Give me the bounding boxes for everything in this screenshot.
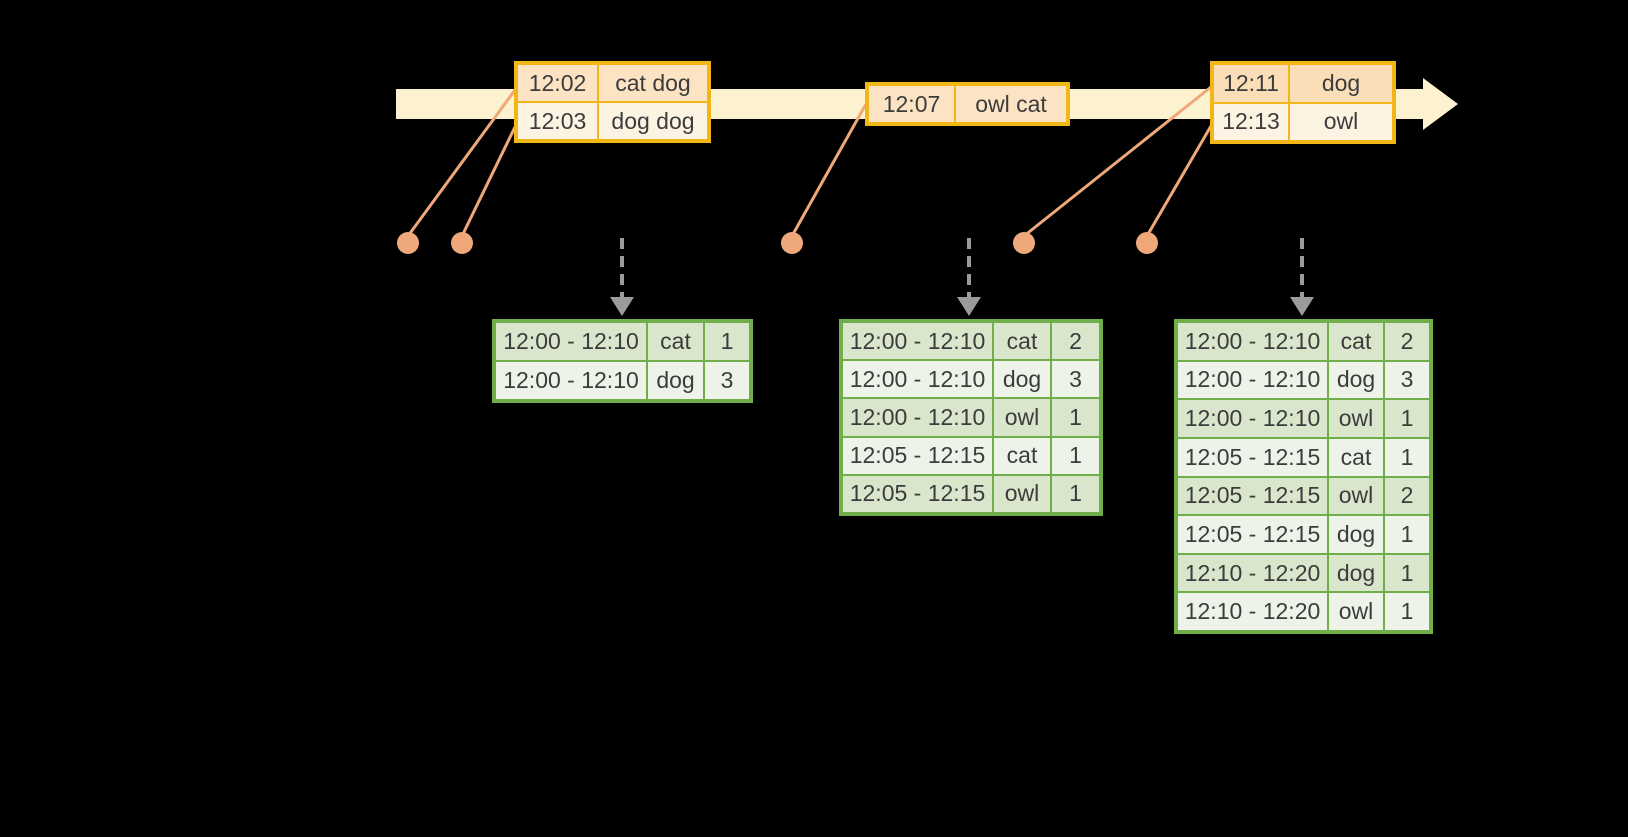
event-connector-line (1023, 85, 1212, 238)
window-cell: 12:05 - 12:15 (843, 437, 992, 474)
window-cell: 12:10 - 12:20 (1178, 554, 1327, 592)
word-cell: dog (1329, 361, 1383, 399)
event-time-cell: 12:11 (1214, 65, 1288, 102)
event-dot (1013, 232, 1035, 254)
arrow-down-icon (957, 297, 981, 316)
count-cell: 1 (1052, 399, 1099, 436)
window-cell: 12:00 - 12:10 (1178, 361, 1327, 399)
event-words-cell: cat dog (599, 65, 707, 101)
event-words-cell: dog dog (599, 103, 707, 139)
word-cell: dog (648, 362, 703, 399)
word-cell: dog (1329, 554, 1383, 592)
window-cell: 12:10 - 12:20 (1178, 593, 1327, 630)
word-cell: owl (1329, 593, 1383, 630)
word-cell: owl (994, 399, 1050, 436)
window-cell: 12:05 - 12:15 (843, 475, 992, 512)
event-time-cell: 12:13 (1214, 103, 1288, 140)
result-table-2: 12:00 - 12:10 cat 2 12:00 - 12:10 dog 3 … (839, 319, 1103, 516)
count-cell: 1 (1385, 593, 1429, 630)
result-table-1: 12:00 - 12:10 cat 1 12:00 - 12:10 dog 3 (492, 319, 753, 403)
event-dot (1136, 232, 1158, 254)
window-cell: 12:05 - 12:15 (1178, 516, 1327, 553)
count-cell: 1 (1385, 438, 1429, 476)
event-connector-line (460, 126, 517, 237)
result-table-3: 12:00 - 12:10 cat 2 12:00 - 12:10 dog 3 … (1174, 319, 1433, 634)
window-cell: 12:00 - 12:10 (1178, 400, 1327, 437)
event-words-cell: owl (1290, 103, 1392, 140)
event-connector-line (1145, 125, 1213, 237)
word-cell: owl (994, 475, 1050, 512)
word-cell: cat (1329, 323, 1383, 360)
word-cell: cat (648, 323, 703, 360)
word-cell: owl (1329, 400, 1383, 437)
timeline-arrowhead-icon (1423, 78, 1458, 130)
word-cell: owl (1329, 477, 1383, 515)
count-cell: 2 (1052, 323, 1099, 360)
input-batch-table-1: 12:02 cat dog 12:03 dog dog (514, 61, 711, 143)
window-cell: 12:00 - 12:10 (843, 399, 992, 436)
event-words-cell: dog (1290, 65, 1392, 102)
input-batch-table-2: 12:07 owl cat (865, 82, 1070, 126)
window-cell: 12:00 - 12:10 (1178, 323, 1327, 360)
count-cell: 1 (1052, 475, 1099, 512)
event-dots (397, 232, 1158, 254)
arrow-down-icon (610, 297, 634, 316)
event-connector-line (406, 89, 517, 237)
count-cell: 3 (1385, 361, 1429, 399)
event-dot (397, 232, 419, 254)
count-cell: 1 (1385, 400, 1429, 437)
event-dot (781, 232, 803, 254)
word-cell: cat (994, 437, 1050, 474)
event-connector-line (790, 103, 868, 237)
count-cell: 1 (705, 323, 749, 360)
word-cell: cat (994, 323, 1050, 360)
window-cell: 12:00 - 12:10 (496, 323, 646, 360)
window-cell: 12:05 - 12:15 (1178, 438, 1327, 476)
word-cell: dog (994, 361, 1050, 398)
trigger-arrows (610, 238, 1314, 316)
arrow-down-icon (1290, 297, 1314, 316)
input-batch-table-3: 12:11 dog 12:13 owl (1210, 61, 1396, 144)
count-cell: 1 (1385, 554, 1429, 592)
window-cell: 12:05 - 12:15 (1178, 477, 1327, 515)
word-cell: dog (1329, 516, 1383, 553)
count-cell: 1 (1385, 516, 1429, 553)
window-cell: 12:00 - 12:10 (843, 323, 992, 360)
window-cell: 12:00 - 12:10 (496, 362, 646, 399)
event-time-cell: 12:03 (518, 103, 597, 139)
window-cell: 12:00 - 12:10 (843, 361, 992, 398)
event-dot (451, 232, 473, 254)
event-time-cell: 12:02 (518, 65, 597, 101)
count-cell: 1 (1052, 437, 1099, 474)
count-cell: 3 (705, 362, 749, 399)
event-words-cell: owl cat (956, 86, 1066, 122)
count-cell: 2 (1385, 477, 1429, 515)
count-cell: 2 (1385, 323, 1429, 360)
event-connector-lines (406, 85, 1213, 238)
event-time-cell: 12:07 (869, 86, 954, 122)
word-cell: cat (1329, 438, 1383, 476)
count-cell: 3 (1052, 361, 1099, 398)
